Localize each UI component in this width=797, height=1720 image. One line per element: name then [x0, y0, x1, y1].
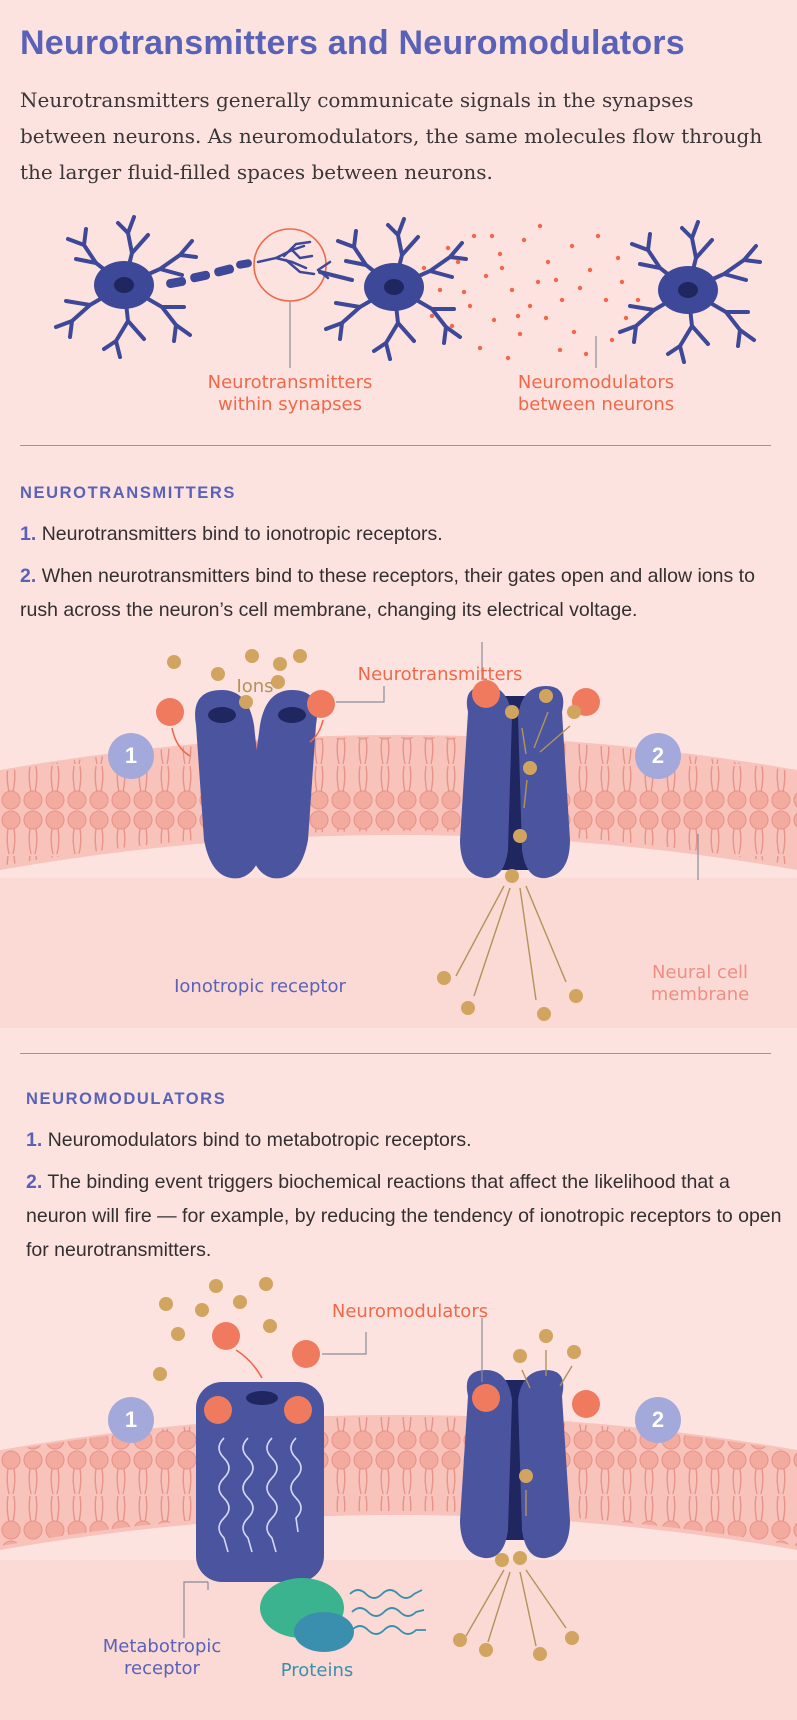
- synapse-label-line2: within synapses: [217, 394, 363, 415]
- nt-step-2-num: 2.: [20, 565, 37, 587]
- synapse-label-line1: Neurotransmitters: [207, 372, 373, 393]
- nm-badge-2: 2: [635, 1397, 681, 1443]
- neuron-diagram: [54, 215, 762, 368]
- metabotropic-receptor: [196, 1382, 324, 1582]
- intro-paragraph: Neurotransmitters generally communicate …: [20, 88, 763, 184]
- nm-step-1-num: 1.: [26, 1129, 43, 1151]
- nt-badge-1: 1: [108, 733, 154, 779]
- neurotransmitters-label: Neurotransmitters: [357, 664, 523, 685]
- ions-label: Ions: [236, 676, 274, 697]
- nt-badge-2: 2: [635, 733, 681, 779]
- metabotropic-label-line1: Metabotropic: [102, 1636, 222, 1657]
- neurotransmitters-heading: NEUROTRANSMITTERS: [20, 484, 237, 502]
- membrane-label-line1: Neural cell: [651, 962, 749, 983]
- section-divider: [20, 445, 771, 446]
- neuromodulators-label: Neuromodulators: [331, 1301, 489, 1322]
- nm-step-2: 2. The binding event triggers biochemica…: [26, 1165, 784, 1267]
- nt-step-1: 1. Neurotransmitters bind to ionotropic …: [20, 517, 782, 551]
- proteins-label: Proteins: [280, 1660, 354, 1681]
- ionotropic-receptor-closed-2: [460, 1370, 600, 1559]
- nm-step-2-text: The binding event triggers biochemical r…: [26, 1171, 782, 1261]
- between-neurons-label: Neuromodulators between neurons: [496, 372, 696, 416]
- membrane-label-line2: membrane: [650, 984, 750, 1005]
- between-label-line2: between neurons: [517, 394, 675, 415]
- neuromodulators-heading: NEUROMODULATORS: [26, 1090, 227, 1108]
- metabotropic-receptor-label: Metabotropic receptor: [92, 1636, 232, 1680]
- ionotropic-receptor-closed: [195, 690, 317, 879]
- synapse-label: Neurotransmitters within synapses: [190, 372, 390, 416]
- neurotransmitters-steps: 1. Neurotransmitters bind to ionotropic …: [20, 517, 782, 627]
- page-title: Neurotransmitters and Neuromodulators: [20, 24, 685, 62]
- membrane-label: Neural cell membrane: [630, 962, 770, 1006]
- nt-step-1-text: Neurotransmitters bind to ionotropic rec…: [41, 523, 443, 545]
- metabotropic-label-line2: receptor: [124, 1658, 200, 1679]
- between-label-line1: Neuromodulators: [517, 372, 675, 393]
- nm-badge-1: 1: [108, 1397, 154, 1443]
- section-divider-2: [20, 1053, 771, 1054]
- nt-step-2: 2. When neurotransmitters bind to these …: [20, 559, 782, 627]
- ionotropic-receptor-label: Ionotropic receptor: [174, 976, 346, 997]
- ionotropic-diagram: [0, 642, 797, 1028]
- nt-step-2-text: When neurotransmitters bind to these rec…: [20, 565, 755, 621]
- nm-step-1-text: Neuromodulators bind to metabotropic rec…: [47, 1129, 472, 1151]
- metabotropic-diagram: [0, 1277, 797, 1720]
- nm-step-1: 1. Neuromodulators bind to metabotropic …: [26, 1123, 784, 1157]
- nt-step-1-num: 1.: [20, 523, 37, 545]
- neuromodulators-steps: 1. Neuromodulators bind to metabotropic …: [26, 1123, 784, 1267]
- nm-step-2-num: 2.: [26, 1171, 43, 1193]
